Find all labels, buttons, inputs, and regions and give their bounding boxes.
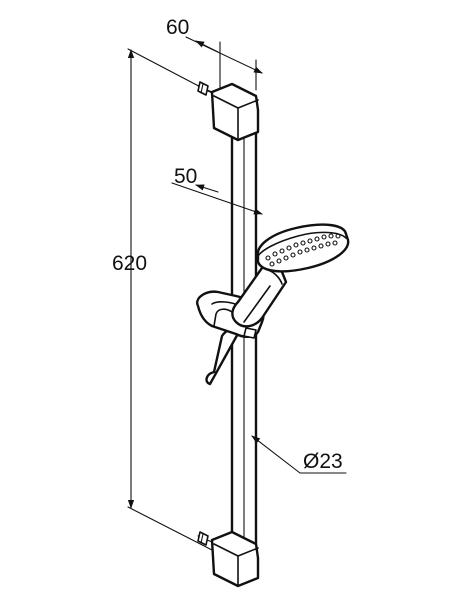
bottom-wall-bracket: [197, 530, 260, 588]
top-wall-bracket: [197, 81, 260, 142]
mid-width-label: 50: [174, 165, 197, 188]
height-dimension: 620: [112, 48, 213, 551]
top-width-dimension: 60: [166, 16, 263, 91]
diameter-callout: Ø23: [251, 435, 347, 474]
height-dimension-label: 620: [112, 252, 147, 275]
top-width-label: 60: [166, 16, 189, 39]
mid-width-dimension: 50: [171, 165, 263, 215]
diameter-label: Ø23: [303, 450, 343, 473]
hand-shower-handle: [231, 263, 288, 328]
hand-shower-head: [256, 223, 350, 273]
